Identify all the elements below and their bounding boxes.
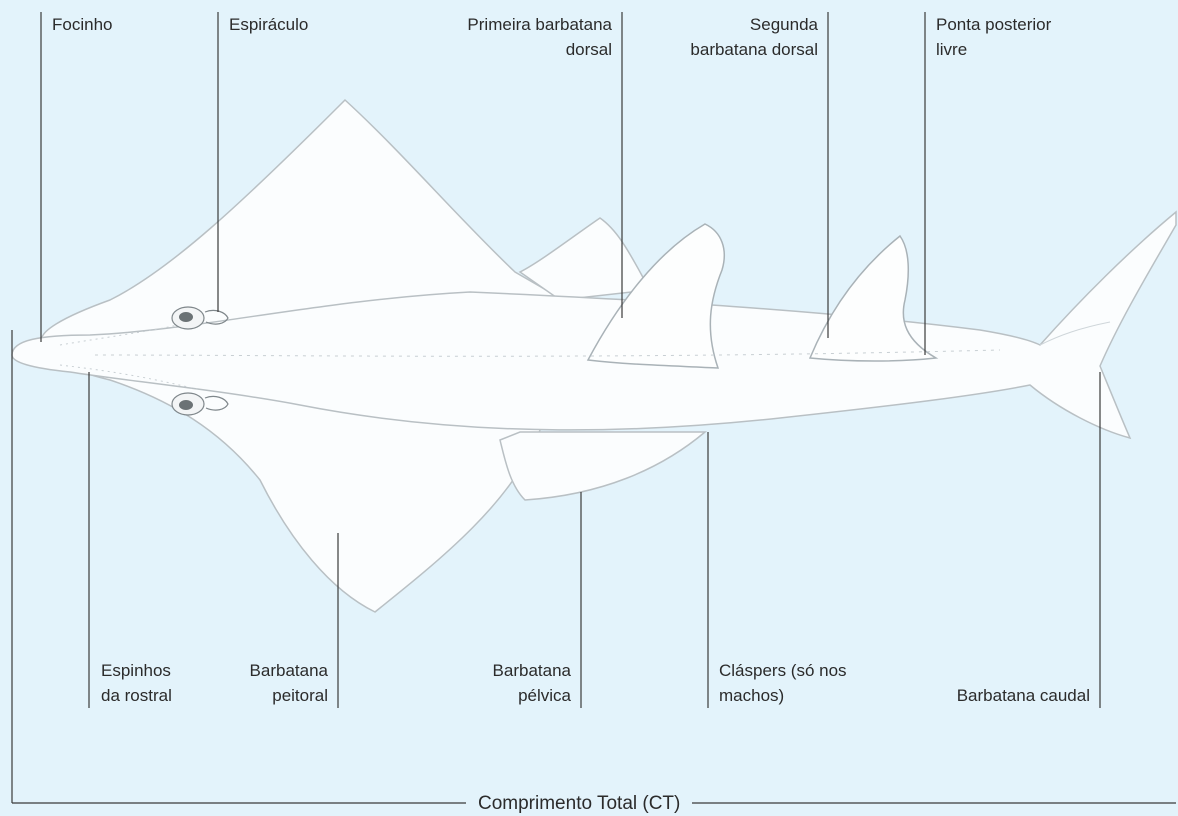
total-length-caption: Comprimento Total (CT) — [466, 792, 692, 816]
label-espinhos-rostral-line2: da rostral — [101, 683, 172, 708]
label-segunda-dorsal-line2: barbatana dorsal — [690, 37, 818, 62]
label-ponta-posterior: Ponta posterior livre — [936, 12, 1051, 62]
label-primeira-dorsal-line1: Primeira barbatana — [467, 12, 612, 37]
label-ponta-posterior-line2: livre — [936, 37, 1051, 62]
label-espinhos-rostral: Espinhos da rostral — [101, 658, 172, 708]
label-focinho: Focinho — [52, 12, 112, 37]
label-pelvica: Barbatana pélvica — [493, 658, 571, 708]
label-caudal-text: Barbatana caudal — [957, 683, 1090, 708]
label-espinhos-rostral-line1: Espinhos — [101, 658, 172, 683]
label-caudal: Barbatana caudal — [957, 683, 1090, 708]
label-pelvica-line1: Barbatana — [493, 658, 571, 683]
label-claspers-line1: Cláspers (só nos — [719, 658, 847, 683]
label-primeira-dorsal: Primeira barbatana dorsal — [467, 12, 612, 62]
label-pelvica-line2: pélvica — [493, 683, 571, 708]
label-segunda-dorsal-line1: Segunda — [690, 12, 818, 37]
label-peitoral: Barbatana peitoral — [250, 658, 328, 708]
label-claspers: Cláspers (só nos machos) — [719, 658, 847, 708]
label-peitoral-line2: peitoral — [250, 683, 328, 708]
label-ponta-posterior-line1: Ponta posterior — [936, 12, 1051, 37]
lower-pelvic-fin — [500, 432, 705, 500]
label-espiraculo-text: Espiráculo — [229, 12, 308, 37]
label-espiraculo: Espiráculo — [229, 12, 308, 37]
label-peitoral-line1: Barbatana — [250, 658, 328, 683]
label-focinho-text: Focinho — [52, 12, 112, 37]
label-segunda-dorsal: Segunda barbatana dorsal — [690, 12, 818, 62]
label-claspers-line2: machos) — [719, 683, 847, 708]
label-primeira-dorsal-line2: dorsal — [467, 37, 612, 62]
